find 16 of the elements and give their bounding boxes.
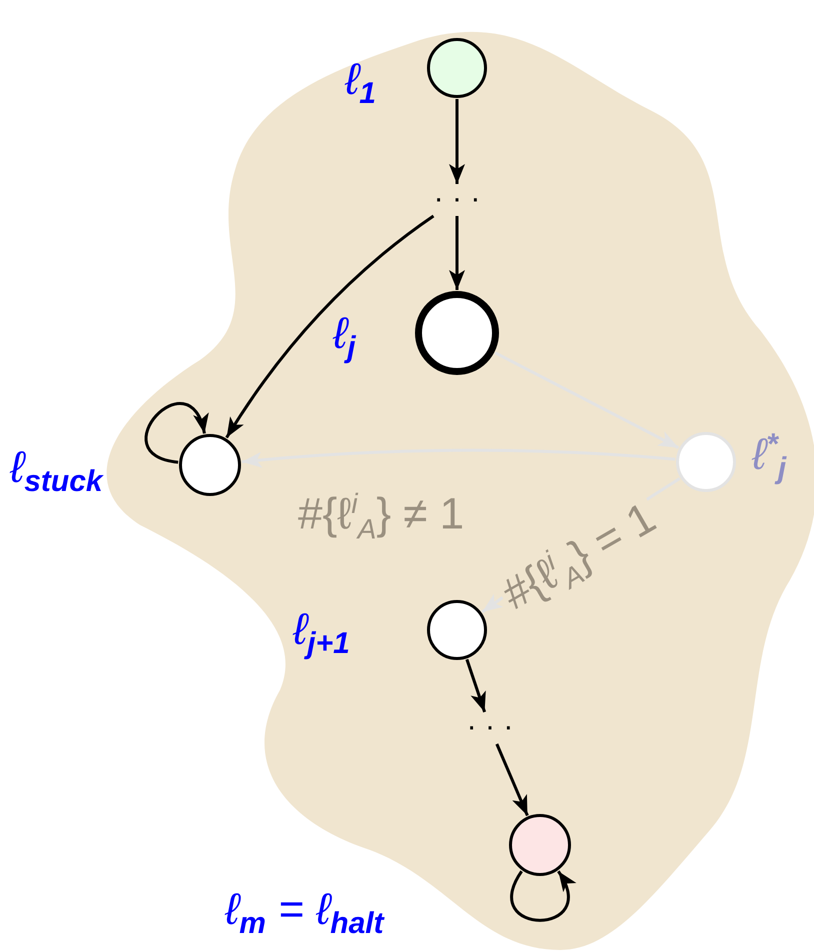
arrow: [225, 214, 434, 438]
arrow: [494, 351, 680, 450]
arrow: [144, 402, 206, 464]
arrow: [449, 216, 465, 290]
arrow: [510, 870, 575, 922]
ellipsis-text: · · ·: [454, 712, 526, 744]
ellipsis-text: · · ·: [421, 184, 493, 216]
state-label: ℓ$_{m}$ = ℓ$_{halt}$: [225, 888, 384, 939]
state-label: ℓ$_{1}$: [345, 58, 376, 109]
arrow: [495, 743, 529, 816]
arrow: [242, 448, 676, 468]
arrow: [465, 658, 486, 712]
state-label: ℓ$_{stuck}$: [10, 446, 103, 497]
state-label: ℓ$_{j}$: [333, 312, 356, 363]
arrow: [449, 99, 465, 184]
state-label: ℓ$_{j+1}$: [293, 608, 350, 659]
